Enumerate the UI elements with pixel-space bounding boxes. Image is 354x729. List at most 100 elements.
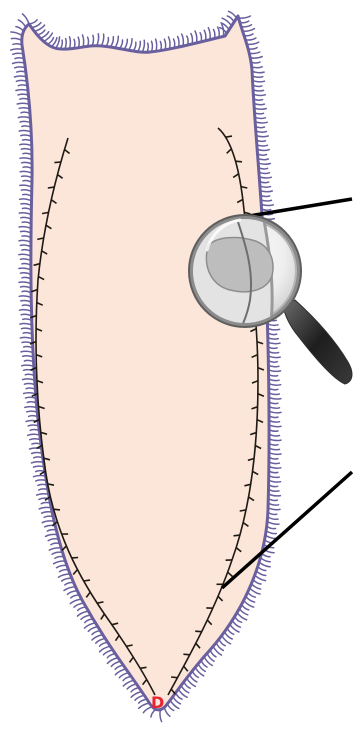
cilium [208, 28, 210, 40]
cilium [243, 29, 255, 32]
cilium [21, 190, 31, 192]
cilium [19, 130, 31, 131]
canal-branch-mark [183, 654, 189, 655]
canal-branch-mark [140, 667, 146, 668]
cilium [241, 25, 251, 27]
cilium [57, 565, 67, 567]
canal-branch-mark [54, 162, 61, 163]
cilium [269, 411, 281, 413]
cilium [22, 328, 33, 329]
cilium [259, 562, 270, 567]
cilium [21, 217, 32, 219]
cilium [257, 149, 269, 150]
cilium [269, 480, 281, 482]
cilium [269, 425, 281, 427]
cilium [269, 476, 280, 478]
magnified-cell [206, 238, 273, 292]
cilium [256, 571, 266, 576]
cilium [11, 38, 21, 40]
cilium [252, 71, 264, 72]
cilium [246, 38, 256, 40]
cilium [30, 448, 42, 449]
cilium [267, 324, 278, 325]
cilium [20, 324, 32, 325]
cilium [21, 231, 32, 233]
magnifier-handle [283, 300, 352, 384]
cilium [64, 587, 75, 591]
cilium [259, 172, 270, 173]
cilium [182, 34, 184, 46]
cilium [21, 300, 32, 302]
cilium [69, 37, 70, 49]
cilium [97, 34, 99, 46]
cilium [258, 163, 270, 164]
cilium [20, 144, 32, 145]
cilium [269, 467, 281, 469]
cilium [25, 407, 37, 408]
cilium [34, 466, 45, 467]
cilium [268, 503, 278, 505]
canal-branch-mark [84, 580, 90, 581]
cilium [20, 337, 32, 338]
cilium [106, 38, 108, 47]
cilium [70, 599, 81, 604]
cilium [251, 584, 260, 589]
cilium [164, 707, 170, 716]
cilium [101, 34, 103, 46]
cilium [32, 452, 43, 453]
cilium [129, 39, 132, 51]
cilium [260, 558, 270, 562]
cilium [19, 296, 31, 298]
cilium [253, 81, 265, 82]
cilium [48, 539, 58, 541]
cilium [111, 37, 114, 47]
canal-branch-mark [236, 161, 243, 162]
cilium [255, 122, 267, 123]
cilium [268, 517, 278, 519]
cilium [20, 199, 32, 201]
cilium [28, 434, 40, 435]
cilium [18, 20, 26, 27]
cilium [27, 411, 38, 412]
cilium [67, 591, 77, 594]
cilium [42, 521, 54, 523]
cilium [88, 627, 98, 632]
cilium [21, 204, 31, 206]
cilium [92, 35, 93, 46]
cilium [249, 52, 260, 54]
cilium [269, 448, 280, 450]
cilium [269, 421, 280, 423]
cilium [23, 379, 35, 380]
canal-branch-mark [226, 136, 232, 137]
cilium [46, 534, 58, 536]
cilium [268, 508, 280, 510]
cilium [19, 254, 31, 256]
cilium [20, 310, 32, 312]
cilium [265, 535, 277, 538]
cilium [20, 273, 31, 275]
cilium [269, 407, 280, 409]
cilium [266, 531, 276, 534]
cilium [269, 453, 281, 455]
marker-label-d: D [151, 693, 164, 712]
cilium [269, 462, 280, 464]
cilium [254, 108, 266, 109]
cilium [22, 176, 32, 178]
cilium [269, 393, 280, 395]
canal-branch-mark [54, 509, 60, 510]
organism-body [22, 16, 269, 710]
cilium [253, 94, 265, 95]
cilium [268, 342, 280, 343]
cilium [22, 14, 29, 24]
cilium [255, 575, 266, 580]
cilium [267, 522, 279, 525]
cilium [19, 227, 31, 229]
cilium [139, 703, 150, 708]
cilium [26, 397, 37, 398]
cilium [20, 245, 31, 247]
cilium [21, 314, 32, 316]
cilium [81, 615, 91, 619]
cilium [19, 240, 31, 242]
cilium [20, 185, 32, 187]
cilium [49, 548, 61, 550]
